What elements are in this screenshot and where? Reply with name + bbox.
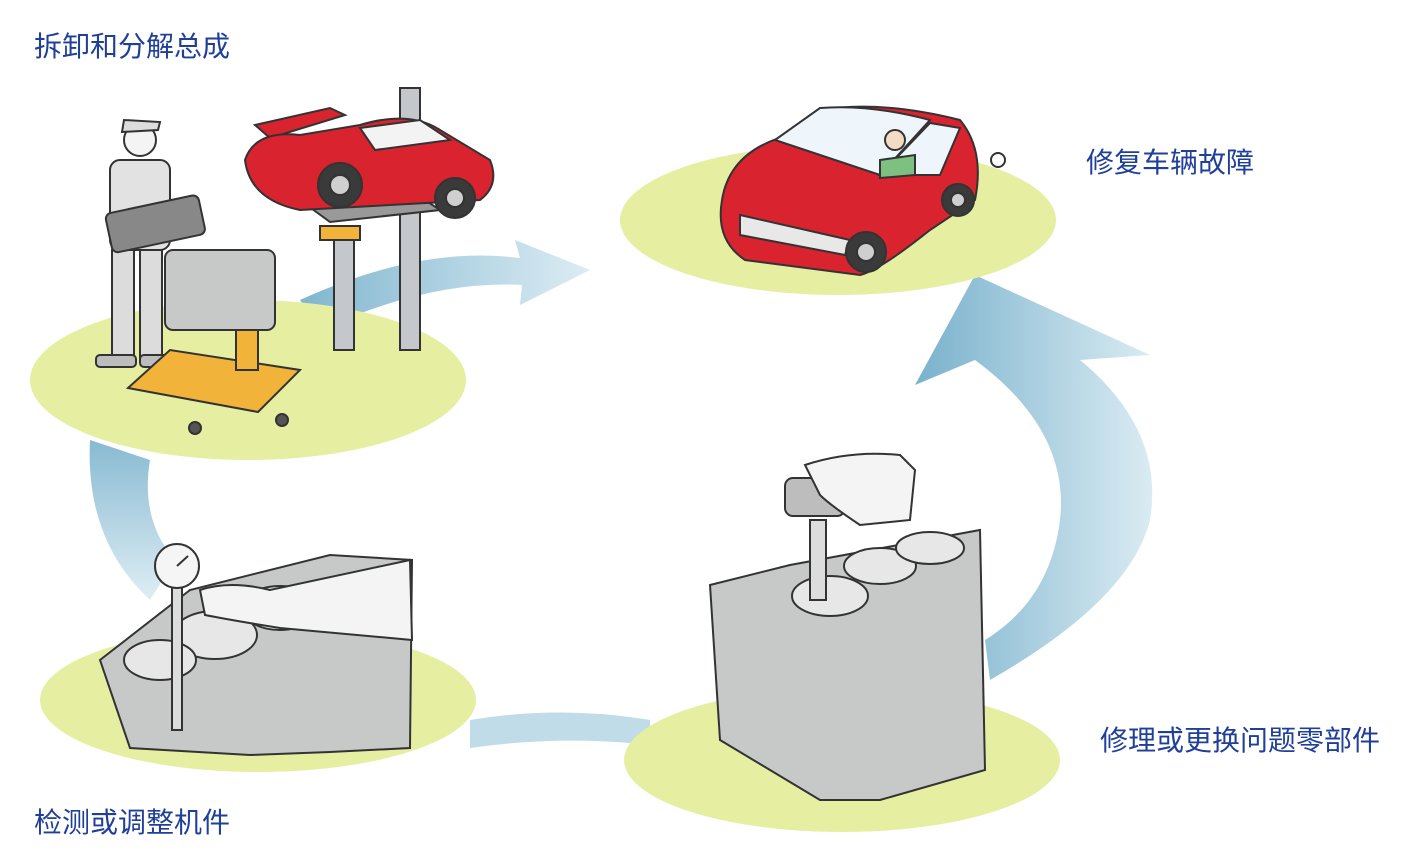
lifted-car-icon bbox=[243, 106, 495, 219]
driving-car-icon bbox=[719, 105, 1006, 277]
cycle-arrow-icon bbox=[89, 240, 1153, 748]
engine-stand-icon bbox=[125, 249, 303, 435]
step-label-repair: 修理或更换问题零部件 bbox=[1100, 724, 1381, 757]
piston-install-icon bbox=[708, 452, 987, 801]
step-label-fixed: 修复车辆故障 bbox=[1086, 146, 1255, 179]
bore-gauge-icon bbox=[98, 543, 414, 757]
worker-icon bbox=[95, 118, 206, 368]
step-label-inspect: 检测或调整机件 bbox=[34, 806, 231, 839]
step-label-disassemble: 拆卸和分解总成 bbox=[34, 30, 231, 63]
